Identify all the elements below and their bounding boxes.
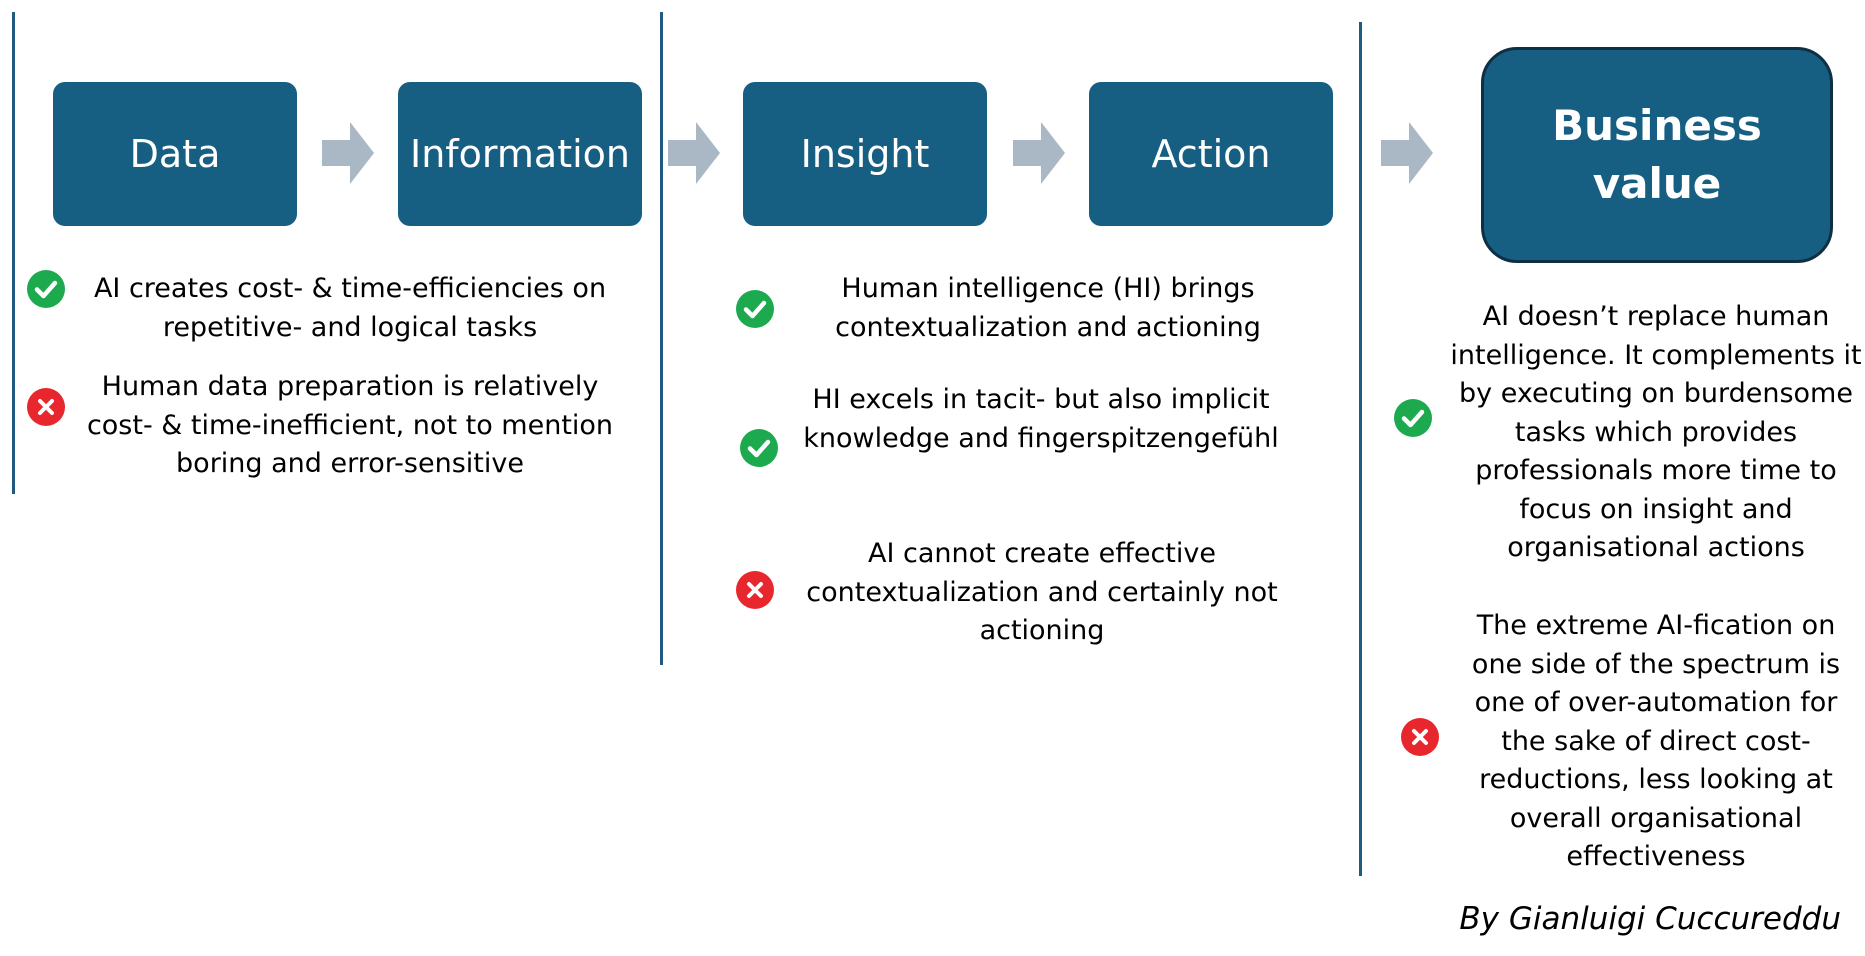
- item-text: AI cannot create effective contextualiza…: [806, 538, 1278, 646]
- check-icon: [1394, 399, 1432, 437]
- arrow-right-icon: [1381, 122, 1433, 184]
- item-text: AI doesn’t replace human intelligence. I…: [1450, 301, 1862, 563]
- item-text: AI creates cost- & time-efficiencies on …: [93, 273, 607, 343]
- item-text: The extreme AI-fication on one side of t…: [1471, 610, 1841, 872]
- check-icon: [736, 290, 774, 328]
- stage-insight: Insight: [743, 82, 987, 226]
- stage-data: Data: [53, 82, 297, 226]
- arrow-right-icon: [322, 122, 374, 184]
- author-credit: By Gianluigi Cuccureddu: [1459, 901, 1841, 937]
- item-text: HI excels in tacit- but also implicit kn…: [803, 384, 1279, 454]
- arrow-right-icon: [1013, 122, 1065, 184]
- arrow-right-icon: [668, 122, 720, 184]
- item-text: Human intelligence (HI) brings contextua…: [835, 273, 1261, 343]
- item-text: Human data preparation is relatively cos…: [86, 371, 614, 479]
- divider-middle: [660, 12, 663, 665]
- cross-icon: [1401, 718, 1439, 756]
- divider-right: [1359, 22, 1362, 876]
- stage-information: Information: [398, 82, 642, 226]
- check-icon: [27, 270, 65, 308]
- divider-left: [12, 12, 15, 494]
- check-icon: [740, 429, 778, 467]
- stage-business-value: Business value: [1481, 47, 1833, 263]
- stage-action: Action: [1089, 82, 1333, 226]
- cross-icon: [736, 571, 774, 609]
- cross-icon: [27, 388, 65, 426]
